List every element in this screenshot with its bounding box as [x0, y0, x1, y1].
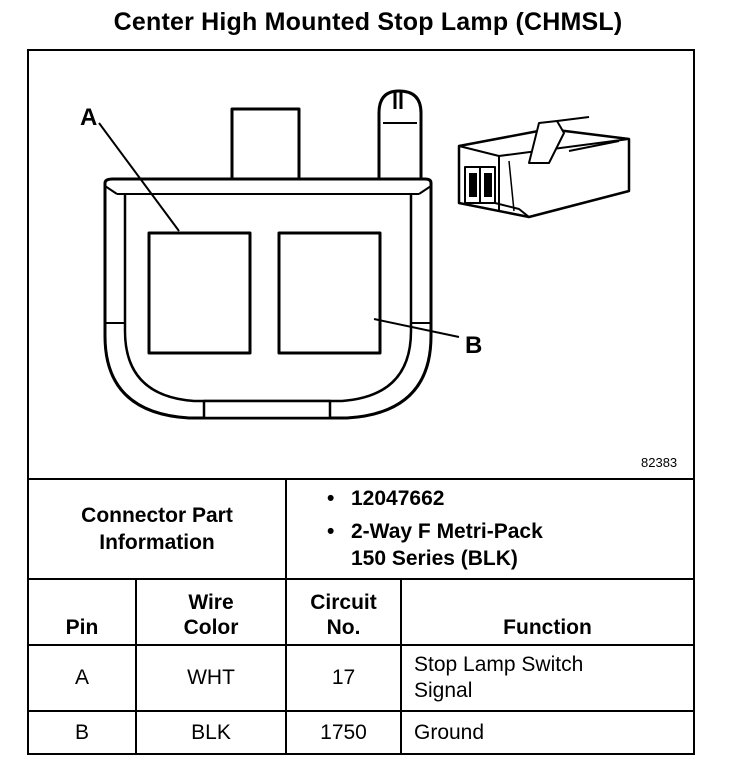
connector-diagram-frame: A B 82383 Connector Part Information • 1…: [27, 49, 695, 755]
table-row: A WHT 17 Stop Lamp Switch Signal: [29, 644, 693, 712]
row-a-wire-color: WHT: [135, 644, 287, 712]
connector-latch: [230, 107, 301, 183]
pin-b-label: B: [465, 332, 482, 359]
table-header-row: Pin Wire Color Circuit No. Function: [29, 578, 693, 646]
header-pin: Pin: [29, 578, 137, 646]
cavity-b: [277, 231, 382, 355]
connector-part-row: Connector Part Information • 12047662 • …: [29, 478, 693, 580]
page-title: Center High Mounted Stop Lamp (CHMSL): [113, 8, 623, 36]
table-row: B BLK 1750 Ground: [29, 710, 693, 754]
row-b-wire-color: BLK: [135, 710, 287, 754]
connector-part-label: Connector Part Information: [29, 478, 287, 580]
connector-drawing: A B: [80, 89, 631, 420]
header-function: Function: [400, 578, 693, 646]
connector-info-table: Connector Part Information • 12047662 • …: [29, 478, 693, 754]
figure-number: 82383: [641, 455, 678, 470]
row-a-function: Stop Lamp Switch Signal: [400, 644, 693, 712]
row-b-circuit: 1750: [285, 710, 402, 754]
row-a-circuit: 17: [285, 644, 402, 712]
row-a-pin: A: [29, 644, 137, 712]
connector-part-value: • 12047662 • 2-Way F Metri-Pack 150 Seri…: [285, 478, 693, 580]
header-wire-color: Wire Color: [135, 578, 287, 646]
row-b-function: Ground: [400, 710, 693, 754]
part-description-item: • 2-Way F Metri-Pack 150 Series (BLK): [327, 520, 543, 570]
connector-lock-tab: [377, 89, 423, 181]
leader-line-a: [98, 122, 180, 232]
pin-a-label: A: [80, 104, 97, 131]
cavity-a: [147, 231, 252, 355]
leader-line-b: [373, 318, 460, 338]
part-number-item: • 12047662: [327, 487, 445, 510]
header-circuit-no: Circuit No.: [285, 578, 402, 646]
connector-iso-view: [457, 116, 631, 219]
row-b-pin: B: [29, 710, 137, 754]
